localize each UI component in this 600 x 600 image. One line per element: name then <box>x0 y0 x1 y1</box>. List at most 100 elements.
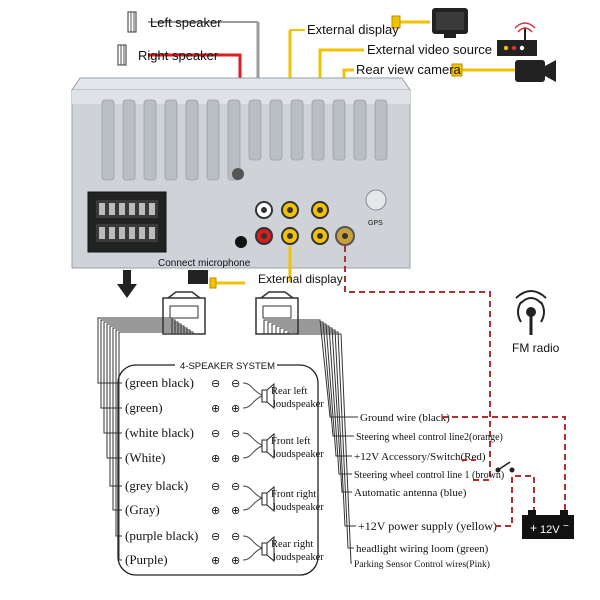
rear-view-camera-label: Rear view camera <box>356 62 462 77</box>
speaker-name-line2: loudspeaker <box>273 502 324 513</box>
harness-pin <box>109 227 115 239</box>
power-wire-label: +12V Accessory/Switch(Red) <box>354 451 486 463</box>
harness-pin <box>149 203 155 215</box>
harness-pin <box>99 203 105 215</box>
polarity-sign: ⊕ <box>231 453 240 465</box>
harness-pin <box>109 203 115 215</box>
speaker-loom-wire <box>100 319 176 409</box>
harness-pin <box>119 227 125 239</box>
speaker-lead <box>242 445 263 459</box>
speaker-wire-label: (green) <box>125 400 163 415</box>
battery-icon: + − <box>522 510 574 539</box>
fm-radio-antenna-icon <box>515 290 547 335</box>
polarity-sign: ⊖ <box>231 481 240 493</box>
speaker-name-line1: Rear left <box>271 386 308 397</box>
speaker-system-title: 4-SPEAKER SYSTEM <box>180 361 275 372</box>
harness-socket <box>87 191 167 253</box>
speaker-wire-label: (purple black) <box>125 528 198 543</box>
polarity-sign: ⊖ <box>231 531 240 543</box>
antenna-jack <box>335 226 355 246</box>
rear-camera-icon <box>451 60 556 82</box>
polarity-sign: ⊖ <box>211 378 220 390</box>
down-arrow-icon <box>117 270 137 298</box>
rca-yellow-jack-2 <box>311 201 329 219</box>
battery-label: 12V <box>540 524 560 536</box>
rca-yellow-jack-1 <box>281 201 299 219</box>
cooling-fin <box>164 99 178 181</box>
speaker-icon <box>261 382 275 410</box>
rca-white-jack <box>255 201 273 219</box>
polarity-sign: ⊖ <box>211 481 220 493</box>
speaker-name-line2: loudspeaker <box>273 449 324 460</box>
gps-port <box>365 189 387 211</box>
external-display-bottom-label: External display <box>258 272 343 286</box>
speaker-loom-wire <box>118 331 194 561</box>
fm-radio-label: FM radio <box>512 341 560 355</box>
yellow-supply-dashed-line <box>495 475 535 527</box>
polarity-sign: ⊕ <box>231 505 240 517</box>
polarity-sign: ⊕ <box>211 555 220 567</box>
speaker-wire-label: (white black) <box>125 425 194 440</box>
harness-pin <box>129 227 135 239</box>
speaker-wire-label: (green black) <box>125 375 194 390</box>
harness-pin <box>149 227 155 239</box>
power-wire-label: headlight wiring loom (green) <box>356 543 489 555</box>
power-wire-label: +12V power supply (yellow) <box>358 519 497 533</box>
polarity-sign: ⊖ <box>231 428 240 440</box>
speaker-lead <box>242 485 263 499</box>
speaker-wire-label: (White) <box>125 450 165 465</box>
speaker-wire-label: (Purple) <box>125 552 168 567</box>
polarity-sign: ⊕ <box>211 505 220 517</box>
harness-pin <box>119 203 125 215</box>
polarity-sign: ⊕ <box>231 555 240 567</box>
external-display-small-monitor-icon <box>188 270 217 289</box>
rca-yellow-jack-4 <box>311 227 329 245</box>
cooling-fin <box>332 99 346 161</box>
harness-pin <box>99 227 105 239</box>
polarity-sign: ⊕ <box>211 403 220 415</box>
cooling-fin <box>206 99 220 181</box>
antenna-dashed-line <box>344 246 491 481</box>
harness-pin <box>139 203 145 215</box>
microphone-jack <box>235 236 247 248</box>
cooling-fin <box>353 99 367 161</box>
svg-text:−: − <box>563 521 569 532</box>
speaker-name-line2: loudspeaker <box>273 399 324 410</box>
polarity-sign: ⊖ <box>211 531 220 543</box>
harness-pin <box>129 203 135 215</box>
power-wire-label: Automatic antenna (blue) <box>354 487 467 499</box>
speaker-lead <box>242 382 263 396</box>
ground-dashed-line <box>442 416 566 515</box>
speaker-icon <box>261 535 275 563</box>
cooling-fin <box>143 99 157 181</box>
speaker-name-line2: loudspeaker <box>273 552 324 563</box>
speaker-loom-wire <box>109 325 185 487</box>
rca-red-jack <box>255 227 273 245</box>
cooling-fin <box>185 99 199 181</box>
polarity-sign: ⊕ <box>211 453 220 465</box>
speaker-name-line1: Front left <box>271 436 310 447</box>
screw-hole <box>232 168 244 180</box>
speaker-wire-label: (Gray) <box>125 502 160 517</box>
power-wire-label: Steering wheel control line 1 (brown) <box>354 470 504 481</box>
left-speaker-plug-icon <box>127 11 137 33</box>
speaker-loom-wire <box>97 317 173 384</box>
left-speaker-label: Left speaker <box>150 15 222 30</box>
power-wire-labels: Ground wire (black) Steering wheel contro… <box>263 319 504 570</box>
cooling-fin <box>101 99 115 181</box>
right-speaker-plug-icon <box>117 44 127 66</box>
connect-microphone-label: Connect microphone <box>158 258 251 269</box>
cooling-fin <box>374 99 388 161</box>
power-loom-wire <box>275 325 352 475</box>
polarity-sign: ⊕ <box>231 403 240 415</box>
external-display-label: External display <box>307 22 399 37</box>
speaker-icon <box>261 432 275 460</box>
power-wire-label: Ground wire (black) <box>360 412 450 424</box>
cooling-fin <box>311 99 325 161</box>
rca-yellow-jack-3 <box>281 227 299 245</box>
switch-icon <box>495 461 515 473</box>
harness-pin <box>139 227 145 239</box>
video-source-box-icon <box>497 22 537 56</box>
